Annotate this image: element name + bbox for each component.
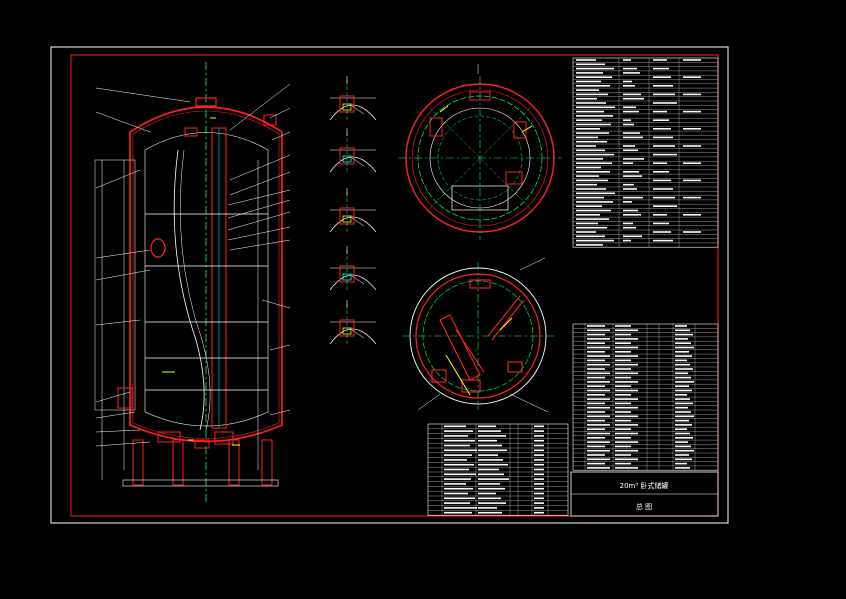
title-block: 20m³ 卧式储罐 总 图 [570,471,719,517]
bottom-plan-view [402,257,554,413]
parts-list-table [427,423,569,516]
main-elevation-view [94,62,291,505]
nozzle-detail-3 [329,188,377,233]
nozzle-detail-1 [329,76,377,121]
drawing-title: 20m³ 卧式储罐 [620,481,669,490]
nozzle-detail-2 [329,128,377,173]
technical-spec-tables [572,57,719,471]
sheet-border [50,46,729,524]
top-plan-view [398,64,562,240]
drawing-subtitle: 总 图 [636,502,652,511]
drawing-frame [70,54,719,517]
nozzle-detail-4 [329,246,377,291]
nozzle-details-column [329,76,377,345]
nozzle-detail-5 [329,300,377,345]
